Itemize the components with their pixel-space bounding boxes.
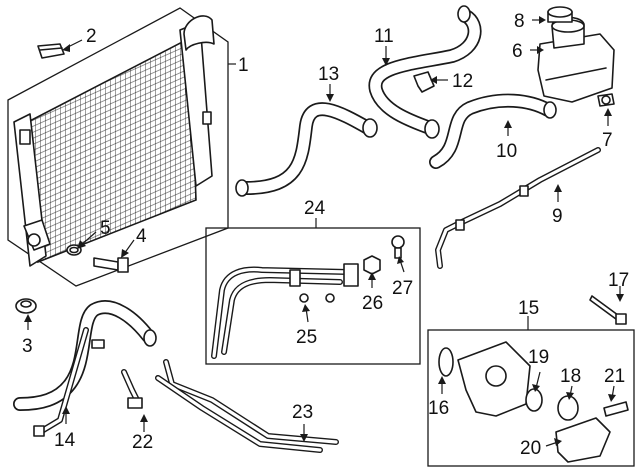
callout-19: 19 [528, 347, 549, 368]
callout-1: 1 [238, 55, 249, 76]
callout-26: 26 [362, 293, 383, 314]
reservoir-cap [547, 6, 573, 23]
callout-2: 2 [86, 26, 97, 47]
thermostat-gasket [525, 388, 543, 412]
upper-radiator-hose [368, 5, 482, 139]
thermostat-housing-bolt [603, 401, 629, 417]
callout-14: 14 [54, 430, 76, 451]
drain-plug [93, 257, 129, 273]
thermostat-housing-seal [438, 347, 454, 377]
heater-tube-nut [363, 255, 381, 275]
coolant-reservoir [537, 16, 615, 103]
leader-lines [24, 16, 624, 447]
callout-27: 27 [392, 278, 413, 299]
hose-clamp-bracket [413, 71, 435, 93]
heater-tube-seals [299, 293, 335, 303]
callout-4: 4 [136, 226, 147, 247]
callout-24: 24 [304, 198, 326, 219]
callout-16: 16 [428, 398, 449, 419]
callout-22: 22 [132, 432, 153, 453]
lower-radiator-hose [13, 300, 157, 437]
callout-3: 3 [22, 336, 33, 357]
coolant-bypass-tube [435, 147, 601, 269]
heater-tube-assembly [211, 263, 359, 359]
callout-labels: 1 2 3 4 5 6 7 8 9 10 11 12 13 14 15 16 1… [22, 11, 629, 459]
thermostat-bolt [589, 295, 627, 325]
radiator [13, 15, 215, 267]
callout-12: 12 [452, 71, 473, 92]
callout-18: 18 [560, 366, 581, 387]
radiator-insulator [15, 298, 37, 314]
heater-tube-bolt [391, 235, 405, 259]
callout-13: 13 [318, 64, 339, 85]
radiator-outlet-hose [235, 102, 378, 197]
callout-20: 20 [520, 438, 541, 459]
reservoir-outlet-hose [429, 93, 557, 169]
callout-9: 9 [552, 206, 563, 227]
callout-10: 10 [496, 141, 517, 162]
callout-15: 15 [518, 298, 539, 319]
coolant-hose-fitting [121, 369, 143, 409]
thermostat-cover [555, 417, 611, 463]
callout-11: 11 [374, 26, 394, 47]
callout-25: 25 [296, 327, 317, 348]
callout-6: 6 [512, 41, 523, 62]
callout-5: 5 [100, 218, 111, 239]
callout-17: 17 [608, 270, 629, 291]
reservoir-bolt [597, 93, 615, 107]
callout-21: 21 [604, 366, 625, 387]
callout-7: 7 [602, 130, 613, 151]
radiator-mount-pad [37, 43, 65, 59]
thermostat-group-box [427, 329, 635, 467]
heater-tube-group-box [205, 227, 421, 365]
callout-8: 8 [514, 11, 525, 32]
coolant-tube [155, 359, 339, 453]
thermostat-housing [457, 341, 531, 417]
thermostat [557, 395, 579, 421]
callout-23: 23 [292, 402, 313, 423]
